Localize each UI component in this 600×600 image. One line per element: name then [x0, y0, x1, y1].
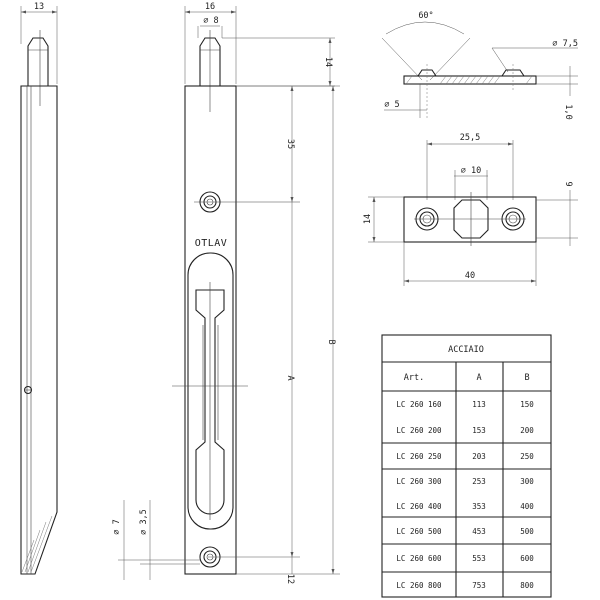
- keeper-plate: [403, 196, 537, 243]
- height-14-label: 14: [363, 214, 373, 224]
- length-40-label: 40: [465, 271, 475, 281]
- brand-mark: OTLAV: [195, 238, 228, 249]
- table-cell: LC 260 200: [396, 426, 442, 435]
- table-cell: 353: [472, 502, 486, 511]
- spacing-25-5-label: 25,5: [460, 133, 480, 143]
- table-cell: LC 260 400: [396, 502, 442, 511]
- side-pin: [27, 37, 49, 86]
- table-cell: LC 260 300: [396, 477, 442, 486]
- diameter-3-5-label: ⌀ 3,5: [139, 509, 149, 535]
- side-width-label: 13: [34, 2, 44, 12]
- table-cell: 250: [520, 452, 534, 461]
- front-pin-height-label: 14: [323, 57, 333, 67]
- table-header-A: A: [476, 373, 481, 383]
- table-cell: 600: [520, 554, 534, 563]
- table-cell: 113: [472, 400, 486, 409]
- size-table: ACCIAIO Art. A B LC 260 160 113 150 LC 2…: [381, 334, 552, 598]
- diameter-10-label: ⌀ 10: [461, 166, 481, 176]
- table-cell: 203: [472, 452, 486, 461]
- front-view: 16 ⌀ 8 14 OTLAV: [112, 2, 340, 584]
- side-body: [20, 85, 58, 575]
- table-cell: 753: [472, 581, 486, 590]
- front-body: [184, 85, 237, 575]
- keeper-front-view: 25,5 ⌀ 10 9 14 40: [363, 133, 578, 286]
- front-pin-diameter-label: ⌀ 8: [203, 16, 218, 26]
- table-title: ACCIAIO: [448, 345, 484, 355]
- thickness-label: 1,0: [563, 104, 573, 119]
- table-cell: 200: [520, 426, 534, 435]
- table-cell: LC 260 500: [396, 527, 442, 536]
- table-header-B: B: [524, 373, 529, 383]
- dimension-A-label: A: [285, 375, 295, 380]
- table-cell: 453: [472, 527, 486, 536]
- table-cell: 253: [472, 477, 486, 486]
- dimension-B-label: B: [326, 339, 336, 344]
- bottom-offset-label: 12: [285, 574, 295, 584]
- keeper-plate-section: [403, 75, 537, 85]
- diameter-7-5-label: ⌀ 7,5: [552, 39, 578, 49]
- table-cell: LC 260 600: [396, 554, 442, 563]
- hole-offset-label: 35: [285, 139, 295, 149]
- keeper-top-view: 60° ⌀ 7,5 ⌀ 5: [381, 11, 578, 120]
- table-cell: 500: [520, 527, 534, 536]
- keeper-bolt-hole: [453, 199, 489, 239]
- table-cell: 153: [472, 426, 486, 435]
- diameter-5-label: ⌀ 5: [384, 100, 399, 110]
- table-cell: 300: [520, 477, 534, 486]
- table-cell: LC 260 800: [396, 581, 442, 590]
- table-cell: LC 260 250: [396, 452, 442, 461]
- table-cell: 150: [520, 400, 534, 409]
- table-header-art: Art.: [404, 373, 424, 383]
- diameter-7-label: ⌀ 7: [112, 519, 122, 534]
- table-cell: 800: [520, 581, 534, 590]
- table-cell: LC 260 160: [396, 400, 442, 409]
- table-cell: 553: [472, 554, 486, 563]
- angle-60-label: 60°: [418, 11, 433, 21]
- side-view: 13: [20, 2, 58, 575]
- lever-slot: [187, 252, 234, 530]
- table-cell: 400: [520, 502, 534, 511]
- dimension-9-label: 9: [563, 181, 573, 186]
- front-width-label: 16: [205, 2, 215, 12]
